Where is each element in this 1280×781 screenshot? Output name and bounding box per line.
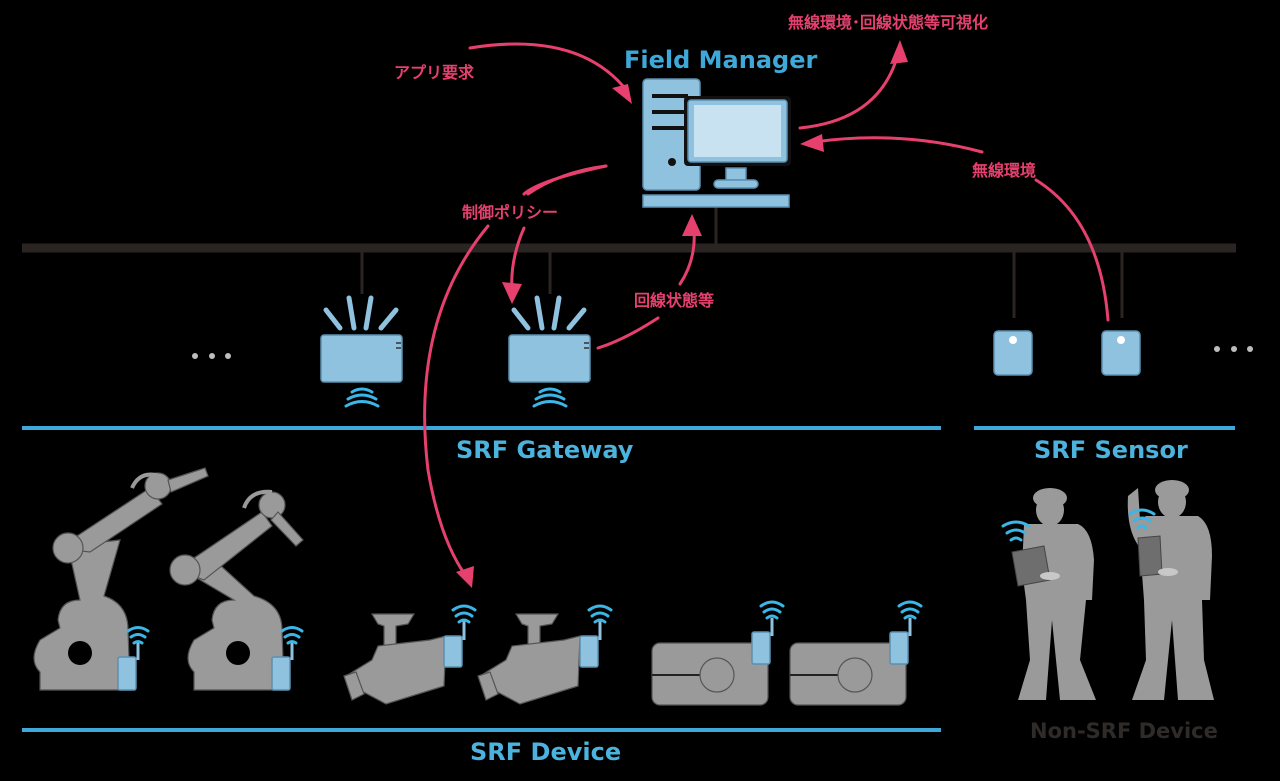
wireless-module-icon bbox=[579, 604, 613, 668]
arrowhead-icon bbox=[890, 40, 908, 64]
worker-1 bbox=[1001, 488, 1096, 700]
line-status-arrow-upper bbox=[678, 228, 696, 286]
worker-with-tablet-icon bbox=[1011, 488, 1096, 700]
robot-arm-2 bbox=[169, 489, 304, 691]
projector-icon bbox=[651, 642, 769, 706]
control-policy-arrow-to-gateway bbox=[510, 226, 526, 292]
wireless-module-icon bbox=[889, 600, 923, 665]
surveillance-camera-icon bbox=[343, 613, 447, 705]
arrowhead-icon bbox=[800, 134, 824, 152]
projector-icon bbox=[789, 642, 907, 706]
surveillance-camera-icon bbox=[477, 613, 581, 705]
control-policy-arrow-top-2 bbox=[526, 164, 608, 196]
robot-arm-1 bbox=[33, 467, 209, 691]
gateway-device-1 bbox=[320, 295, 403, 408]
line-status-arrow-lower bbox=[596, 316, 660, 350]
arrowhead-icon bbox=[456, 566, 474, 588]
wifi-signal-icon bbox=[1128, 508, 1156, 530]
arrowhead-icon bbox=[502, 282, 522, 304]
field-manager-label: Field Manager bbox=[624, 46, 817, 74]
robot-arm-icon bbox=[169, 489, 304, 691]
flow-line-status: 回線状態等 bbox=[596, 214, 714, 350]
wireless-module-icon bbox=[117, 626, 150, 691]
sensor-device-1 bbox=[993, 330, 1033, 376]
wireless-env-label: 無線環境 bbox=[972, 161, 1036, 180]
wireless-module-icon bbox=[443, 604, 477, 668]
sensor-box-icon bbox=[993, 330, 1033, 376]
flow-visualization: 無線環境･回線状態等可視化 bbox=[788, 13, 988, 130]
gateway-more-indicator bbox=[192, 353, 231, 359]
app-request-label: アプリ要求 bbox=[394, 63, 475, 82]
sensor-device-2 bbox=[1101, 330, 1141, 376]
non-srf-device-label: Non-SRF Device bbox=[1030, 719, 1218, 743]
worker-2 bbox=[1127, 480, 1214, 700]
wireless-env-arrow-upper bbox=[812, 136, 984, 154]
wireless-module-icon bbox=[271, 626, 304, 691]
sensor-box-icon bbox=[1101, 330, 1141, 376]
wireless-router-icon bbox=[508, 295, 591, 408]
wireless-router-icon bbox=[320, 295, 403, 408]
surveillance-camera-1 bbox=[343, 604, 477, 705]
line-status-label: 回線状態等 bbox=[634, 291, 714, 310]
sensor-more-indicator bbox=[1214, 346, 1253, 352]
flow-control-policy: 制御ポリシー bbox=[423, 164, 608, 588]
worker-pointing-with-tablet-icon bbox=[1127, 480, 1214, 700]
robot-arm-icon bbox=[33, 467, 209, 691]
projector-1 bbox=[651, 600, 785, 706]
control-policy-arrow-to-device bbox=[423, 224, 490, 578]
gateway-device-2 bbox=[508, 295, 591, 408]
arrowhead-icon bbox=[682, 214, 702, 236]
app-request-arrow bbox=[468, 42, 630, 94]
visualization-label: 無線環境･回線状態等可視化 bbox=[788, 13, 988, 32]
desktop-computer-icon bbox=[642, 78, 791, 208]
srf-gateway-label: SRF Gateway bbox=[456, 436, 634, 464]
wireless-env-arrow-lower bbox=[1034, 178, 1110, 322]
control-policy-label: 制御ポリシー bbox=[462, 203, 558, 222]
arrowhead-icon bbox=[612, 84, 632, 104]
wifi-signal-icon bbox=[1001, 520, 1031, 542]
flow-app-request: アプリ要求 bbox=[394, 42, 632, 104]
visualization-arrow bbox=[798, 52, 900, 130]
srf-device-label: SRF Device bbox=[470, 738, 621, 766]
flow-wireless-env: 無線環境 bbox=[800, 134, 1110, 322]
wireless-module-icon bbox=[751, 600, 785, 665]
surveillance-camera-2 bbox=[477, 604, 613, 705]
projector-2 bbox=[789, 600, 923, 706]
srf-sensor-label: SRF Sensor bbox=[1034, 436, 1188, 464]
